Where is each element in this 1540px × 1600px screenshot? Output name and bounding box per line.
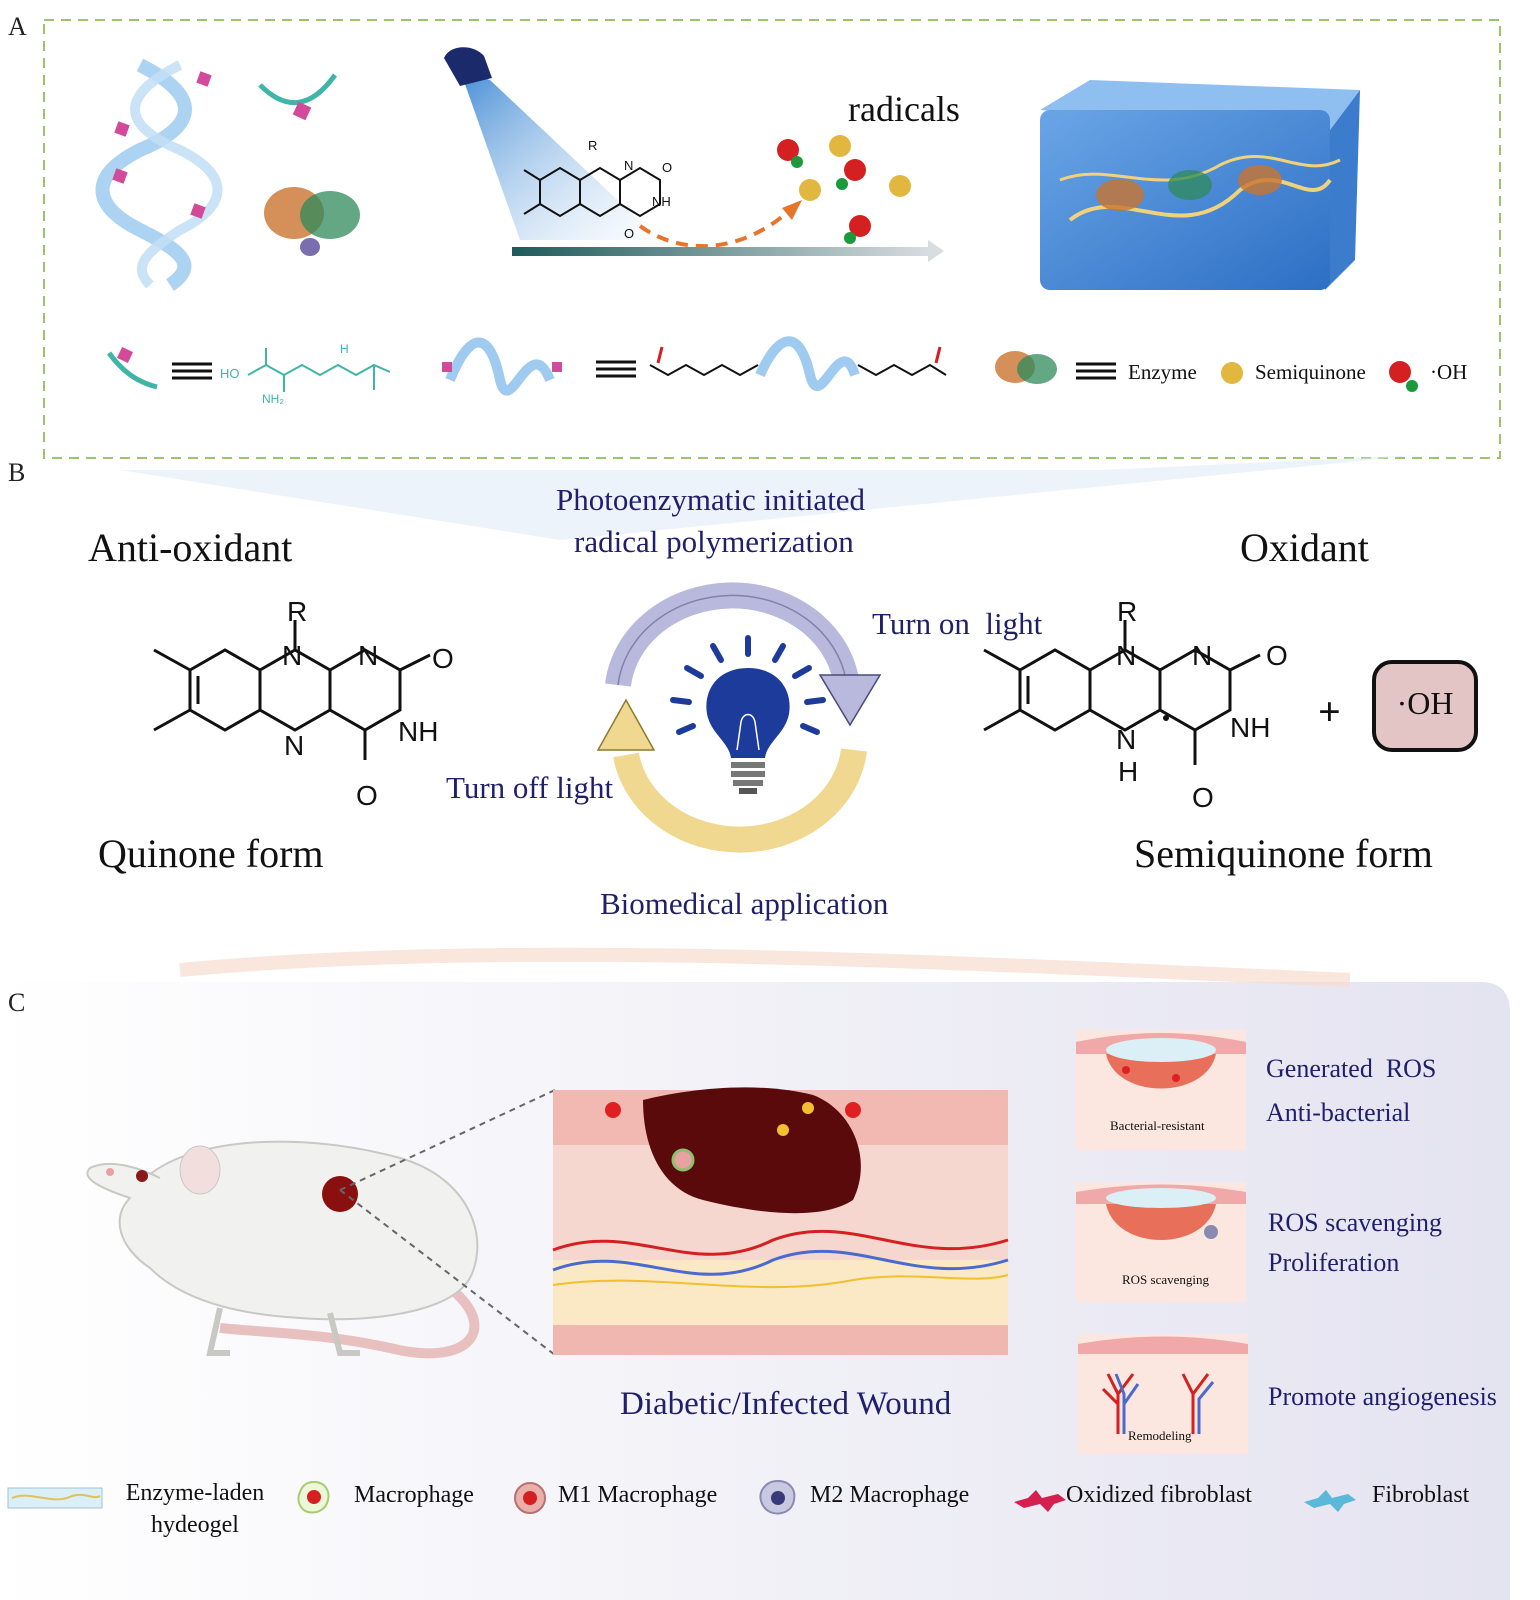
monomer-h: H [340, 342, 349, 356]
inset-remodeling [1078, 1334, 1248, 1454]
quinone-n3: N [284, 730, 305, 761]
panel-a-frame [43, 19, 1501, 540]
antioxidant-label: Anti-oxidant [88, 525, 293, 570]
turn-on-label: Turn on light [872, 606, 1043, 641]
semiquinone-o1: O [1266, 640, 1288, 671]
crosslinker-legend-graphic [442, 337, 562, 396]
equiv-sign-2 [596, 360, 636, 378]
effect2-line1: ROS scavenging [1268, 1208, 1443, 1237]
quinone-form-label: Quinone form [98, 831, 324, 876]
wound-cross-section [552, 1087, 1009, 1355]
oxidized-fibroblast-icon [1014, 1490, 1066, 1512]
radicals-label: radicals [848, 89, 960, 129]
legend-hydrogel-line1: Enzyme-laden [125, 1480, 265, 1506]
quinone-r: R [287, 596, 308, 627]
legend-hydrogel-line2: hydeogel [151, 1512, 239, 1538]
effect1-line1: Generated ROS [1266, 1054, 1437, 1083]
semiquinone-r: R [1117, 596, 1138, 627]
monomer-structure [247, 348, 391, 392]
zoom-lines [339, 1089, 556, 1356]
panel-a-label: A [8, 12, 27, 41]
quinone-nh: NH [398, 716, 439, 747]
effect3: Promote angiogenesis [1268, 1382, 1497, 1411]
flavin-a-o1: O [662, 160, 673, 175]
legend-m2: M2 Macrophage [810, 1482, 970, 1508]
wound-label: Diabetic/Infected Wound [620, 1386, 952, 1422]
hydrogel-legend-icon [7, 1487, 103, 1509]
legend-macrophage: Macrophage [354, 1482, 474, 1508]
legend-m1: M1 Macrophage [558, 1482, 718, 1508]
panel-b-label: B [8, 458, 26, 487]
flavin-a-r: R [588, 138, 598, 153]
inset1-caption: Bacterial-resistant [1110, 1118, 1205, 1133]
semiquinone-dot-icon [1221, 362, 1243, 384]
light-bulb-icon [670, 635, 826, 794]
hydrogel-block-graphic [1040, 80, 1360, 290]
effect1-line2: Anti-bacterial [1266, 1098, 1411, 1127]
legend-fibroblast: Fibroblast [1372, 1482, 1470, 1508]
semiquinone-form-label: Semiquinone form [1134, 831, 1433, 876]
quinone-n1: N [282, 640, 303, 671]
flavin-a-n: N [624, 158, 634, 173]
quinone-structure [153, 620, 431, 760]
monomer-ho: HO [220, 366, 240, 381]
top-caption-line2: radical polymerization [574, 524, 854, 559]
flavin-a-nh: NH [652, 194, 671, 209]
legend-semiquinone: Semiquinone [1255, 360, 1366, 384]
legend-oh: ·OH [1430, 360, 1468, 384]
semiquinone-n2: N [1192, 640, 1213, 671]
quinone-n2: N [358, 640, 379, 671]
enzyme-legend-graphic [995, 351, 1057, 384]
m2-macrophage-icon [759, 1479, 796, 1515]
inset-bacterial-resistant [1076, 1030, 1246, 1150]
radicals-cluster [777, 135, 911, 244]
hydroxyl-radical-icon [1389, 361, 1418, 392]
panel-c-label: C [8, 988, 26, 1017]
semiquinone-o2: O [1192, 782, 1214, 813]
inset3-caption: Remodeling [1128, 1428, 1192, 1443]
oxidant-label: Oxidant [1240, 525, 1369, 570]
top-caption-line1: Photoenzymatic initiated [556, 482, 866, 517]
semiquinone-n3: N [1116, 724, 1137, 755]
flavin-a-o2: O [624, 226, 635, 241]
semiquinone-nh: NH [1230, 712, 1271, 743]
semiquinone-h: H [1118, 756, 1139, 787]
light-source-graphic [444, 47, 944, 262]
macrophage-icon [297, 1480, 330, 1514]
inset-ros-scavenging [1076, 1182, 1246, 1302]
effect2-line2: Proliferation [1268, 1248, 1400, 1277]
legend-oxidized-fibroblast: Oxidized fibroblast [1066, 1482, 1252, 1508]
legend-enzyme: Enzyme [1128, 360, 1197, 384]
monomer-legend-graphic [106, 347, 158, 390]
biomedical-label: Biomedical application [600, 886, 889, 921]
equiv-sign-1 [172, 362, 212, 380]
flavin-structure-a [523, 166, 661, 218]
monomer-nh2: NH₂ [262, 392, 284, 406]
quinone-o1: O [432, 643, 454, 674]
inset2-caption: ROS scavenging [1122, 1272, 1210, 1287]
plus-sign: + [1318, 689, 1341, 734]
turn-off-label: Turn off light [446, 770, 614, 805]
quinone-o2: O [356, 780, 378, 811]
m1-macrophage-icon [514, 1482, 546, 1514]
helix-crosslinker-graphic [95, 58, 223, 291]
crosslinker-structure [649, 336, 947, 392]
light-cycle-graphic [596, 582, 882, 853]
monomer-graphic [258, 73, 338, 121]
mouse-illustration [86, 1140, 480, 1359]
fibroblast-icon [1304, 1490, 1356, 1512]
semiquinone-structure [983, 620, 1261, 765]
equiv-sign-3 [1076, 362, 1116, 380]
enzyme-graphic [264, 187, 360, 256]
semiquinone-n1: N [1116, 640, 1137, 671]
oh-box: ·OH [1372, 660, 1478, 752]
